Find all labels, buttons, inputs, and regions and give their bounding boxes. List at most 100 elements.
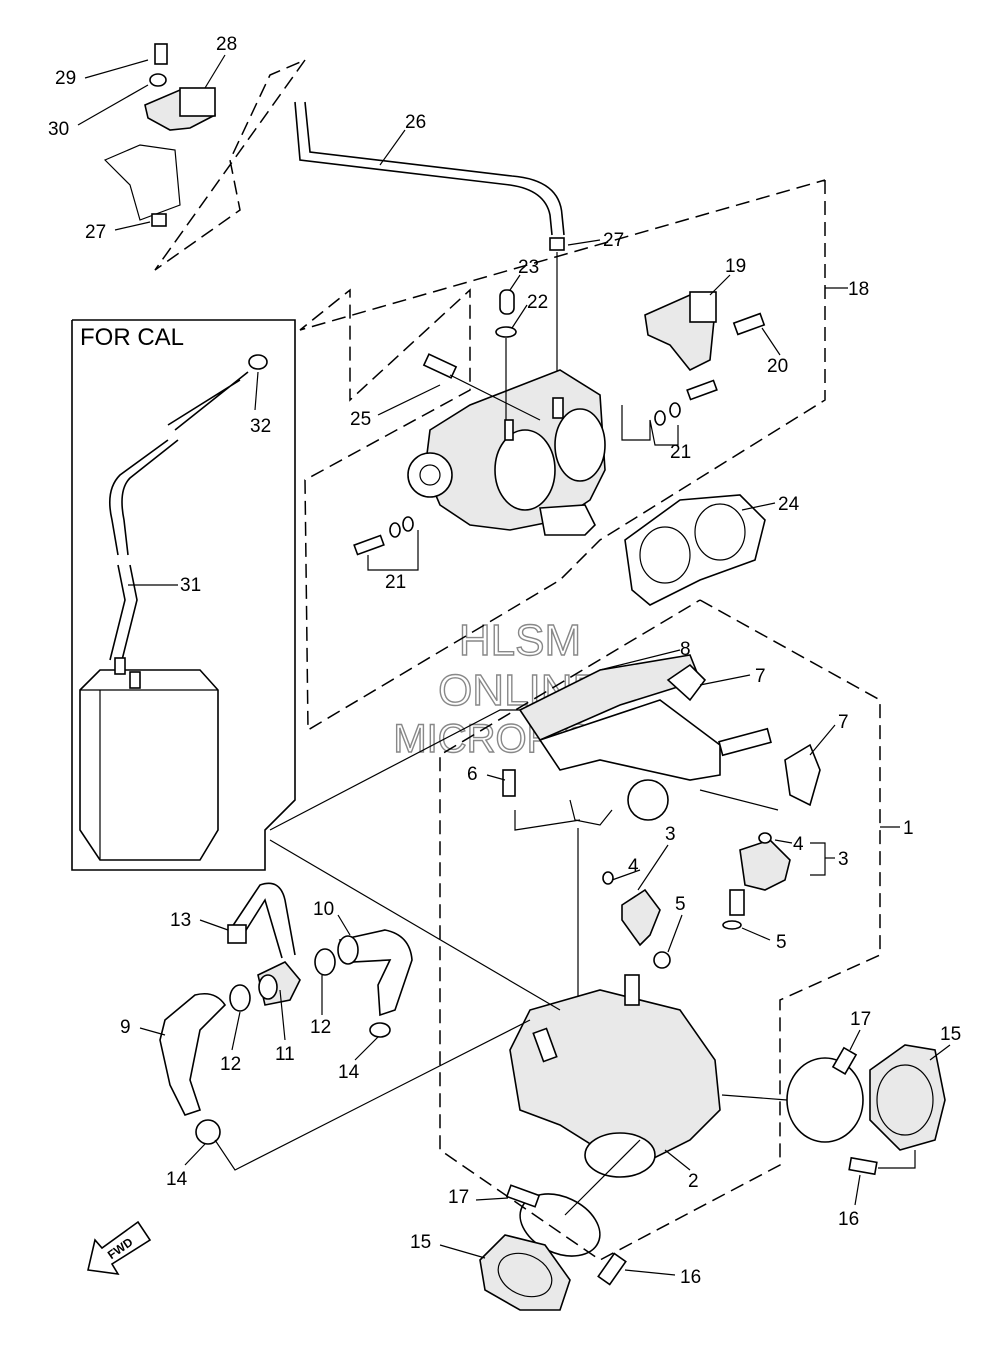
callout-32: 32 — [250, 416, 271, 437]
outline-fuel-rail — [439, 599, 881, 1261]
callout-31: 31 — [180, 575, 201, 596]
screw-25 — [422, 353, 458, 379]
for-cal-border — [71, 319, 296, 871]
callout-18: 18 — [848, 279, 869, 300]
callout-5-right: 5 — [776, 932, 787, 953]
callout-4-right: 4 — [793, 834, 804, 855]
callout-8: 8 — [680, 639, 691, 660]
callout-30: 30 — [48, 119, 69, 140]
callout-28: 28 — [216, 34, 237, 55]
fuel-rail-inlet — [718, 727, 772, 757]
canister-nipple-2 — [129, 671, 141, 689]
bolt-6 — [502, 769, 516, 797]
coolant-leader — [214, 1019, 531, 1171]
clamp-27-left — [151, 213, 167, 227]
callout-17-right: 17 — [850, 1009, 871, 1030]
joint-left-leader — [564, 1139, 641, 1216]
bolt-16-right — [848, 1156, 878, 1176]
throttle-body — [407, 289, 606, 536]
screw-21-right — [686, 379, 718, 401]
clip-14-right — [369, 1022, 391, 1038]
injector-3-right-nozzle — [729, 889, 745, 916]
fuel-rail-group — [502, 654, 821, 1080]
bracket-21-right — [621, 405, 679, 446]
callout-27-right: 27 — [603, 230, 624, 251]
callout-9: 9 — [120, 1017, 131, 1038]
bracket-21-left — [367, 530, 419, 571]
gasket-24 — [624, 494, 766, 606]
washer-21-right-b — [669, 402, 681, 418]
washer-21-right-a — [654, 410, 666, 426]
callout-21-left: 21 — [385, 572, 406, 593]
callout-17-left: 17 — [448, 1187, 469, 1208]
clip-12-right — [314, 948, 336, 976]
fuel-rail-8 — [538, 699, 721, 781]
outline-throttle-body — [299, 179, 826, 732]
oring-5-right — [722, 920, 742, 930]
clamp-17-left-screw — [505, 1184, 541, 1208]
throttle-bore-2 — [554, 408, 606, 482]
throttle-pulley — [407, 452, 453, 498]
clip-7-lower — [784, 743, 821, 807]
joint-15-left-bore — [497, 1252, 553, 1298]
gasket-24-outline — [624, 494, 766, 606]
callout-6: 6 — [467, 764, 478, 785]
hose-26 — [294, 101, 565, 400]
callout-26: 26 — [405, 112, 426, 133]
hose-10-end — [337, 935, 359, 965]
clamp-17-right — [786, 1057, 864, 1143]
callout-2: 2 — [688, 1171, 699, 1192]
callout-20: 20 — [767, 356, 788, 377]
callout-4-left: 4 — [628, 856, 639, 877]
washer-21-left-b — [402, 516, 414, 532]
callout-29: 29 — [55, 68, 76, 89]
hose-31-upper — [167, 371, 249, 431]
callout-16-right: 16 — [838, 1209, 859, 1230]
callout-1: 1 — [903, 818, 914, 839]
hose-9 — [159, 992, 227, 1116]
oring-5-left — [653, 951, 671, 969]
clip-14-left — [195, 1119, 221, 1145]
clamp-27-right — [549, 237, 565, 251]
callout-5-left: 5 — [675, 894, 686, 915]
callout-27-left: 27 — [85, 222, 106, 243]
callout-12-right: 12 — [310, 1017, 331, 1038]
manifold-nipple — [624, 974, 640, 1006]
coolant-group — [159, 882, 531, 1171]
fwd-arrow: FWD — [87, 1220, 152, 1276]
hose-26-path — [294, 101, 565, 236]
idle-valve — [539, 504, 596, 536]
throttle-bore-1 — [494, 429, 556, 511]
callout-14-left: 14 — [166, 1169, 188, 1190]
sensor-group — [103, 43, 216, 227]
sensor-28-connector — [179, 87, 216, 117]
screw-20 — [732, 312, 766, 336]
callout-21-right: 21 — [670, 442, 691, 463]
callout-23: 23 — [518, 257, 539, 278]
clamp-17-right-screw — [831, 1046, 858, 1075]
callout-3-left: 3 — [665, 824, 676, 845]
hose-31-mid — [109, 439, 179, 556]
screw-21-left — [353, 534, 385, 556]
joint-15-right — [869, 1044, 946, 1151]
callout-7-upper: 7 — [755, 666, 766, 687]
for-cal-frame: FOR CAL — [71, 319, 296, 871]
callout-13: 13 — [170, 910, 191, 931]
callout-25: 25 — [350, 409, 371, 430]
leader-manifold — [269, 839, 561, 1011]
callout-15-right: 15 — [940, 1024, 961, 1045]
callout-7-lower: 7 — [838, 712, 849, 733]
callout-24: 24 — [778, 494, 800, 515]
throttle-pulley-hub — [419, 464, 441, 486]
screw-29 — [154, 43, 168, 65]
rail-leader-right — [699, 789, 779, 811]
canister-edges — [80, 689, 218, 860]
band-13 — [229, 882, 296, 959]
leader-canister — [269, 709, 520, 831]
joint-15-left — [479, 1234, 571, 1311]
callout-10: 10 — [313, 899, 334, 920]
callout-19: 19 — [725, 256, 746, 277]
manifold-port — [532, 1027, 558, 1063]
clip-7-upper — [666, 663, 707, 702]
